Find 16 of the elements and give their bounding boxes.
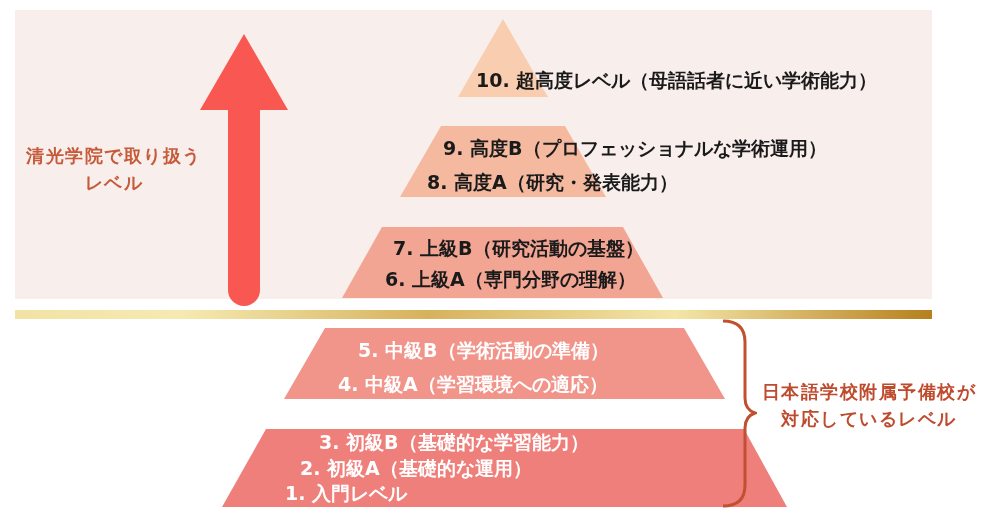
panel <box>15 10 932 299</box>
tier-label: 9. 高度B（プロフェッショナルな学術運用） <box>443 137 827 159</box>
tier-label: 6. 上級A（専門分野の理解） <box>385 268 636 290</box>
tier-label: 5. 中級B（学術活動の準備） <box>358 339 609 361</box>
side-label: 清光学院で取り扱うレベル <box>25 143 203 195</box>
pyramid-tier <box>222 429 787 507</box>
tier-label: 4. 中級A（学習環境への適応） <box>338 373 608 395</box>
tier-label: 7. 上級B（研究活動の基盤） <box>393 237 644 259</box>
pyramid-tier <box>342 227 663 298</box>
tier-label: 1. 入門レベル <box>285 482 408 504</box>
side-label: 日本語学校附属予備校が対応しているレベル <box>760 379 978 431</box>
tier-label: 10. 超高度レベル（母語話者に近い学術能力） <box>476 69 878 91</box>
pyramid-tier <box>284 328 725 399</box>
tier-label: 8. 高度A（研究・発表能力） <box>427 171 678 193</box>
tier-label: 2. 初級A（基礎的な運用） <box>300 457 532 479</box>
tier-label: 3. 初級B（基礎的な学習能力） <box>319 431 589 453</box>
